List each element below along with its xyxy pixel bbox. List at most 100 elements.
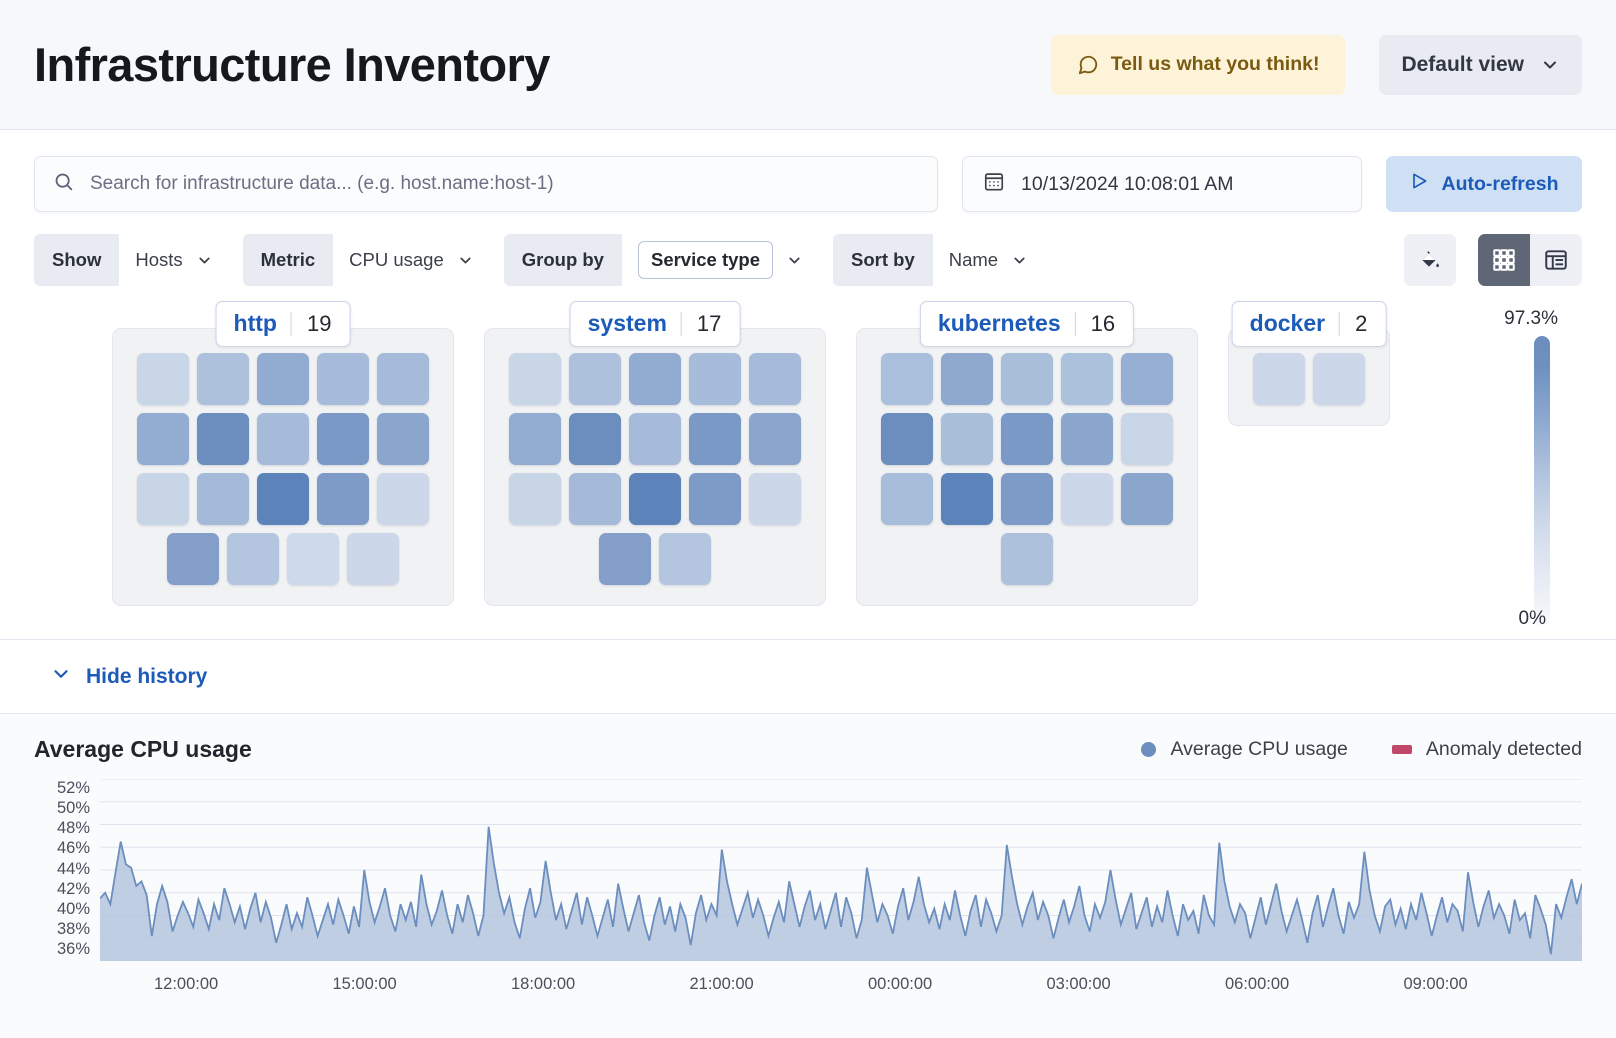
group-badge[interactable]: docker 2 <box>1231 301 1387 347</box>
host-cell[interactable] <box>749 413 801 465</box>
host-cell[interactable] <box>137 353 189 405</box>
cell-row <box>509 473 801 525</box>
host-cell[interactable] <box>197 353 249 405</box>
group-name: system <box>587 310 667 336</box>
group-body <box>856 328 1198 606</box>
host-cell[interactable] <box>881 413 933 465</box>
group-body <box>484 328 826 606</box>
host-cell[interactable] <box>629 353 681 405</box>
host-cell[interactable] <box>257 353 309 405</box>
host-cell[interactable] <box>137 473 189 525</box>
view-mode-toggle <box>1478 234 1582 286</box>
x-tick: 09:00:00 <box>1403 975 1468 993</box>
filter-sort-by-value[interactable]: Name <box>932 234 1045 286</box>
cell-row <box>509 413 801 465</box>
default-view-selector[interactable]: Default view <box>1379 34 1582 95</box>
host-cell[interactable] <box>599 533 651 585</box>
grid-icon[interactable] <box>1478 234 1530 286</box>
cell-row <box>881 533 1173 585</box>
host-cell[interactable] <box>689 353 741 405</box>
legend-max-label: 97.3% <box>1504 308 1558 329</box>
hide-history-button[interactable]: Hide history <box>44 662 213 692</box>
group-count: 19 <box>306 311 332 336</box>
host-cell[interactable] <box>509 413 561 465</box>
cell-row <box>881 353 1173 405</box>
filter-group-by-value[interactable]: Service type <box>621 234 819 286</box>
host-cell[interactable] <box>1001 533 1053 585</box>
search-row: 10/13/2024 10:08:01 AM Auto-refresh <box>34 156 1582 212</box>
host-cell[interactable] <box>377 413 429 465</box>
x-tick: 15:00:00 <box>332 975 397 993</box>
host-cell[interactable] <box>689 473 741 525</box>
comment-icon <box>1077 54 1099 76</box>
host-cell[interactable] <box>1001 473 1053 525</box>
divider <box>1339 312 1341 336</box>
host-cell[interactable] <box>569 413 621 465</box>
host-cell[interactable] <box>317 473 369 525</box>
group-name: docker <box>1249 310 1326 336</box>
host-cell[interactable] <box>569 473 621 525</box>
host-cell[interactable] <box>881 473 933 525</box>
color-fill-icon[interactable] <box>1404 234 1456 286</box>
host-cell[interactable] <box>317 353 369 405</box>
host-cell[interactable] <box>941 473 993 525</box>
filter-show-value[interactable]: Hosts <box>119 234 229 286</box>
host-cell[interactable] <box>377 473 429 525</box>
host-cell[interactable] <box>287 533 339 585</box>
search-input[interactable] <box>88 172 919 196</box>
host-cell[interactable] <box>1001 413 1053 465</box>
host-cell[interactable] <box>197 473 249 525</box>
host-cell[interactable] <box>941 353 993 405</box>
host-cell[interactable] <box>629 473 681 525</box>
host-cell[interactable] <box>509 353 561 405</box>
filter-show: Show Hosts <box>34 234 229 286</box>
play-icon <box>1409 171 1429 197</box>
host-cell[interactable] <box>689 413 741 465</box>
filter-show-label: Show <box>34 234 120 286</box>
host-cell[interactable] <box>509 473 561 525</box>
host-cell[interactable] <box>629 413 681 465</box>
table-icon[interactable] <box>1530 234 1582 286</box>
feedback-button[interactable]: Tell us what you think! <box>1050 34 1346 95</box>
auto-refresh-button[interactable]: Auto-refresh <box>1386 156 1582 212</box>
host-cell[interactable] <box>1061 473 1113 525</box>
legend-item-average-cpu-usage[interactable]: Average CPU usage <box>1141 738 1348 761</box>
host-cell[interactable] <box>317 413 369 465</box>
cell-grid <box>881 353 1173 585</box>
host-cell[interactable] <box>749 353 801 405</box>
date-picker[interactable]: 10/13/2024 10:08:01 AM <box>962 156 1362 212</box>
host-cell[interactable] <box>257 473 309 525</box>
host-cell[interactable] <box>137 413 189 465</box>
legend-item-anomaly-detected[interactable]: Anomaly detected <box>1391 738 1582 761</box>
host-cell[interactable] <box>569 353 621 405</box>
host-cell[interactable] <box>377 353 429 405</box>
host-cell[interactable] <box>1121 473 1173 525</box>
host-cell[interactable] <box>167 533 219 585</box>
host-cell[interactable] <box>257 413 309 465</box>
host-cell[interactable] <box>197 413 249 465</box>
host-cell[interactable] <box>227 533 279 585</box>
host-cell[interactable] <box>1121 353 1173 405</box>
host-cell[interactable] <box>347 533 399 585</box>
search-bar[interactable] <box>34 156 938 212</box>
host-cell[interactable] <box>941 413 993 465</box>
host-cell[interactable] <box>659 533 711 585</box>
chevron-down-icon <box>1011 252 1028 269</box>
host-cell[interactable] <box>1001 353 1053 405</box>
host-cell[interactable] <box>881 353 933 405</box>
filter-metric-value[interactable]: CPU usage <box>333 234 490 286</box>
chevron-down-icon <box>196 252 213 269</box>
host-cell[interactable] <box>749 473 801 525</box>
host-cell[interactable] <box>1061 353 1113 405</box>
y-tick: 52% <box>56 779 90 797</box>
host-cell[interactable] <box>1061 413 1113 465</box>
host-cell[interactable] <box>1253 353 1305 405</box>
host-cell[interactable] <box>1313 353 1365 405</box>
group-count: 2 <box>1355 311 1368 336</box>
x-tick: 00:00:00 <box>868 975 933 993</box>
host-cell[interactable] <box>1121 413 1173 465</box>
